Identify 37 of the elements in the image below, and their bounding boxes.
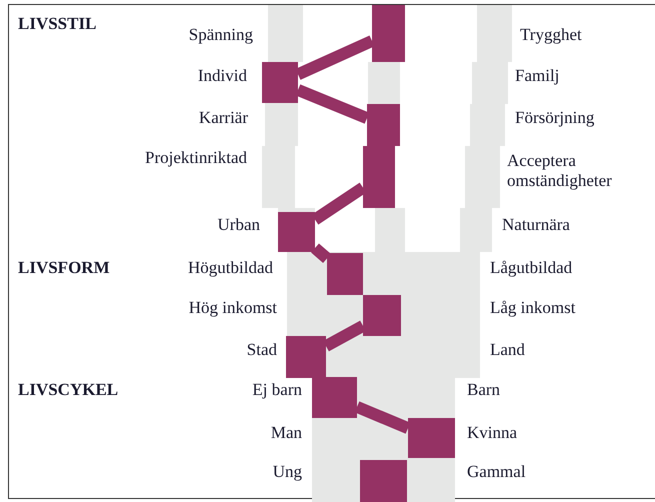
profile-marker [363, 146, 395, 208]
section-heading: LIVSCYKEL [18, 380, 118, 400]
scale-label: Gammal [467, 462, 526, 482]
profile-marker [360, 460, 407, 502]
profile-marker [312, 377, 357, 418]
scale-label: Familj [515, 66, 560, 86]
scale-label: Land [490, 340, 525, 360]
scale-label: Individ [198, 66, 247, 86]
scale-label: Kvinna [467, 423, 518, 443]
section-heading: LIVSSTIL [18, 14, 96, 34]
scale-label: Låg inkomst [490, 298, 576, 318]
scale-label: Acceptera omständigheter [507, 151, 613, 191]
scale-label: Stad [246, 340, 277, 360]
scale-label: Ung [272, 462, 302, 482]
scale-label: Ej barn [252, 380, 302, 400]
profile-marker [278, 212, 315, 252]
scale-label: Spänning [188, 25, 253, 45]
scale-label: Karriär [198, 108, 248, 128]
profile-marker [408, 418, 455, 458]
scale-label: Försörjning [515, 108, 594, 128]
scale-label: Högutbildad [188, 258, 273, 278]
scale-label: Hög inkomst [188, 298, 277, 318]
profile-marker [286, 336, 326, 378]
profile-marker [262, 62, 298, 103]
profile-marker [372, 5, 405, 62]
scale-label: Man [270, 423, 302, 443]
profile-marker [363, 295, 401, 336]
scale-label: Trygghet [520, 25, 582, 45]
connector-line [311, 243, 331, 263]
scale-label: Lågutbildad [490, 258, 572, 278]
scale-label: Projektinriktad [145, 148, 247, 168]
scale-label: Naturnära [502, 215, 570, 235]
scale-label: Urban [218, 215, 260, 235]
profile-marker [327, 253, 363, 295]
section-heading: LIVSFORM [18, 258, 110, 278]
scale-label: Barn [467, 380, 500, 400]
profile-marker [367, 104, 400, 146]
